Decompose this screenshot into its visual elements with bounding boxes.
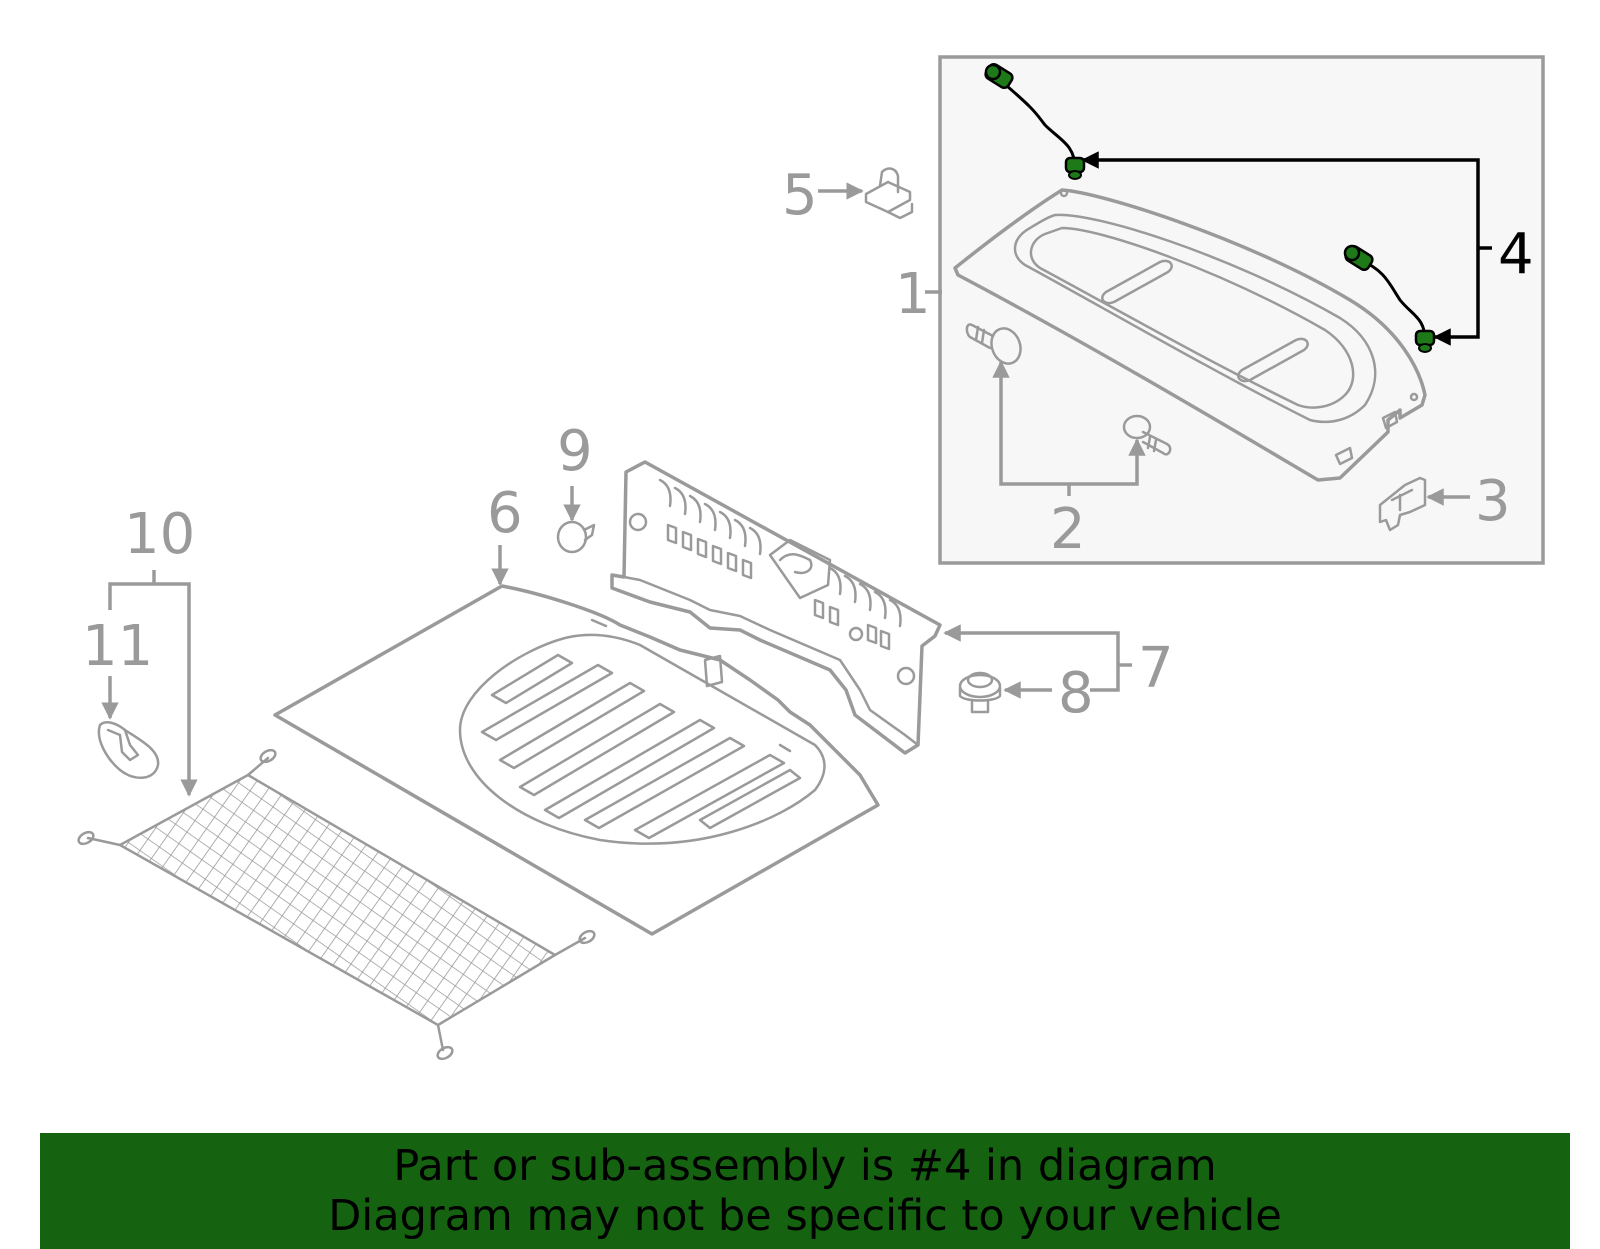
leader-10	[108, 582, 198, 797]
callout-7: 7	[1138, 636, 1174, 701]
callout-2: 2	[1050, 497, 1086, 562]
callout-5: 5	[782, 163, 818, 228]
callout-1: 1	[895, 262, 931, 327]
callout-4: 4	[1498, 222, 1534, 287]
info-banner: Part or sub-assembly is #4 in diagram Di…	[40, 1133, 1570, 1249]
plug-9	[556, 520, 596, 554]
callout-6: 6	[487, 481, 523, 546]
strap-left	[984, 62, 1086, 180]
callout-9: 9	[557, 419, 593, 484]
panel-ribs	[658, 478, 902, 651]
leader-4	[1081, 151, 1492, 346]
callout-11: 11	[82, 614, 153, 679]
hook-11	[97, 721, 160, 779]
mat-ribs	[480, 653, 802, 840]
floor-mat	[273, 584, 880, 936]
leader-7	[943, 624, 1120, 665]
rear-sill-panel	[610, 460, 942, 755]
callout-8: 8	[1058, 661, 1094, 726]
callout-3: 3	[1475, 469, 1511, 534]
leader-7-b	[1090, 665, 1120, 692]
banner-line-1: Part or sub-assembly is #4 in diagram	[393, 1141, 1217, 1191]
inset-box	[938, 55, 1545, 565]
bracket-3	[1378, 476, 1427, 532]
package-tray	[953, 188, 1427, 482]
clip-nut-8	[958, 671, 1002, 714]
clip-5	[864, 167, 914, 220]
banner-line-2: Diagram may not be specific to your vehi…	[328, 1191, 1282, 1241]
callout-10: 10	[124, 502, 195, 567]
cargo-net	[77, 748, 596, 1061]
